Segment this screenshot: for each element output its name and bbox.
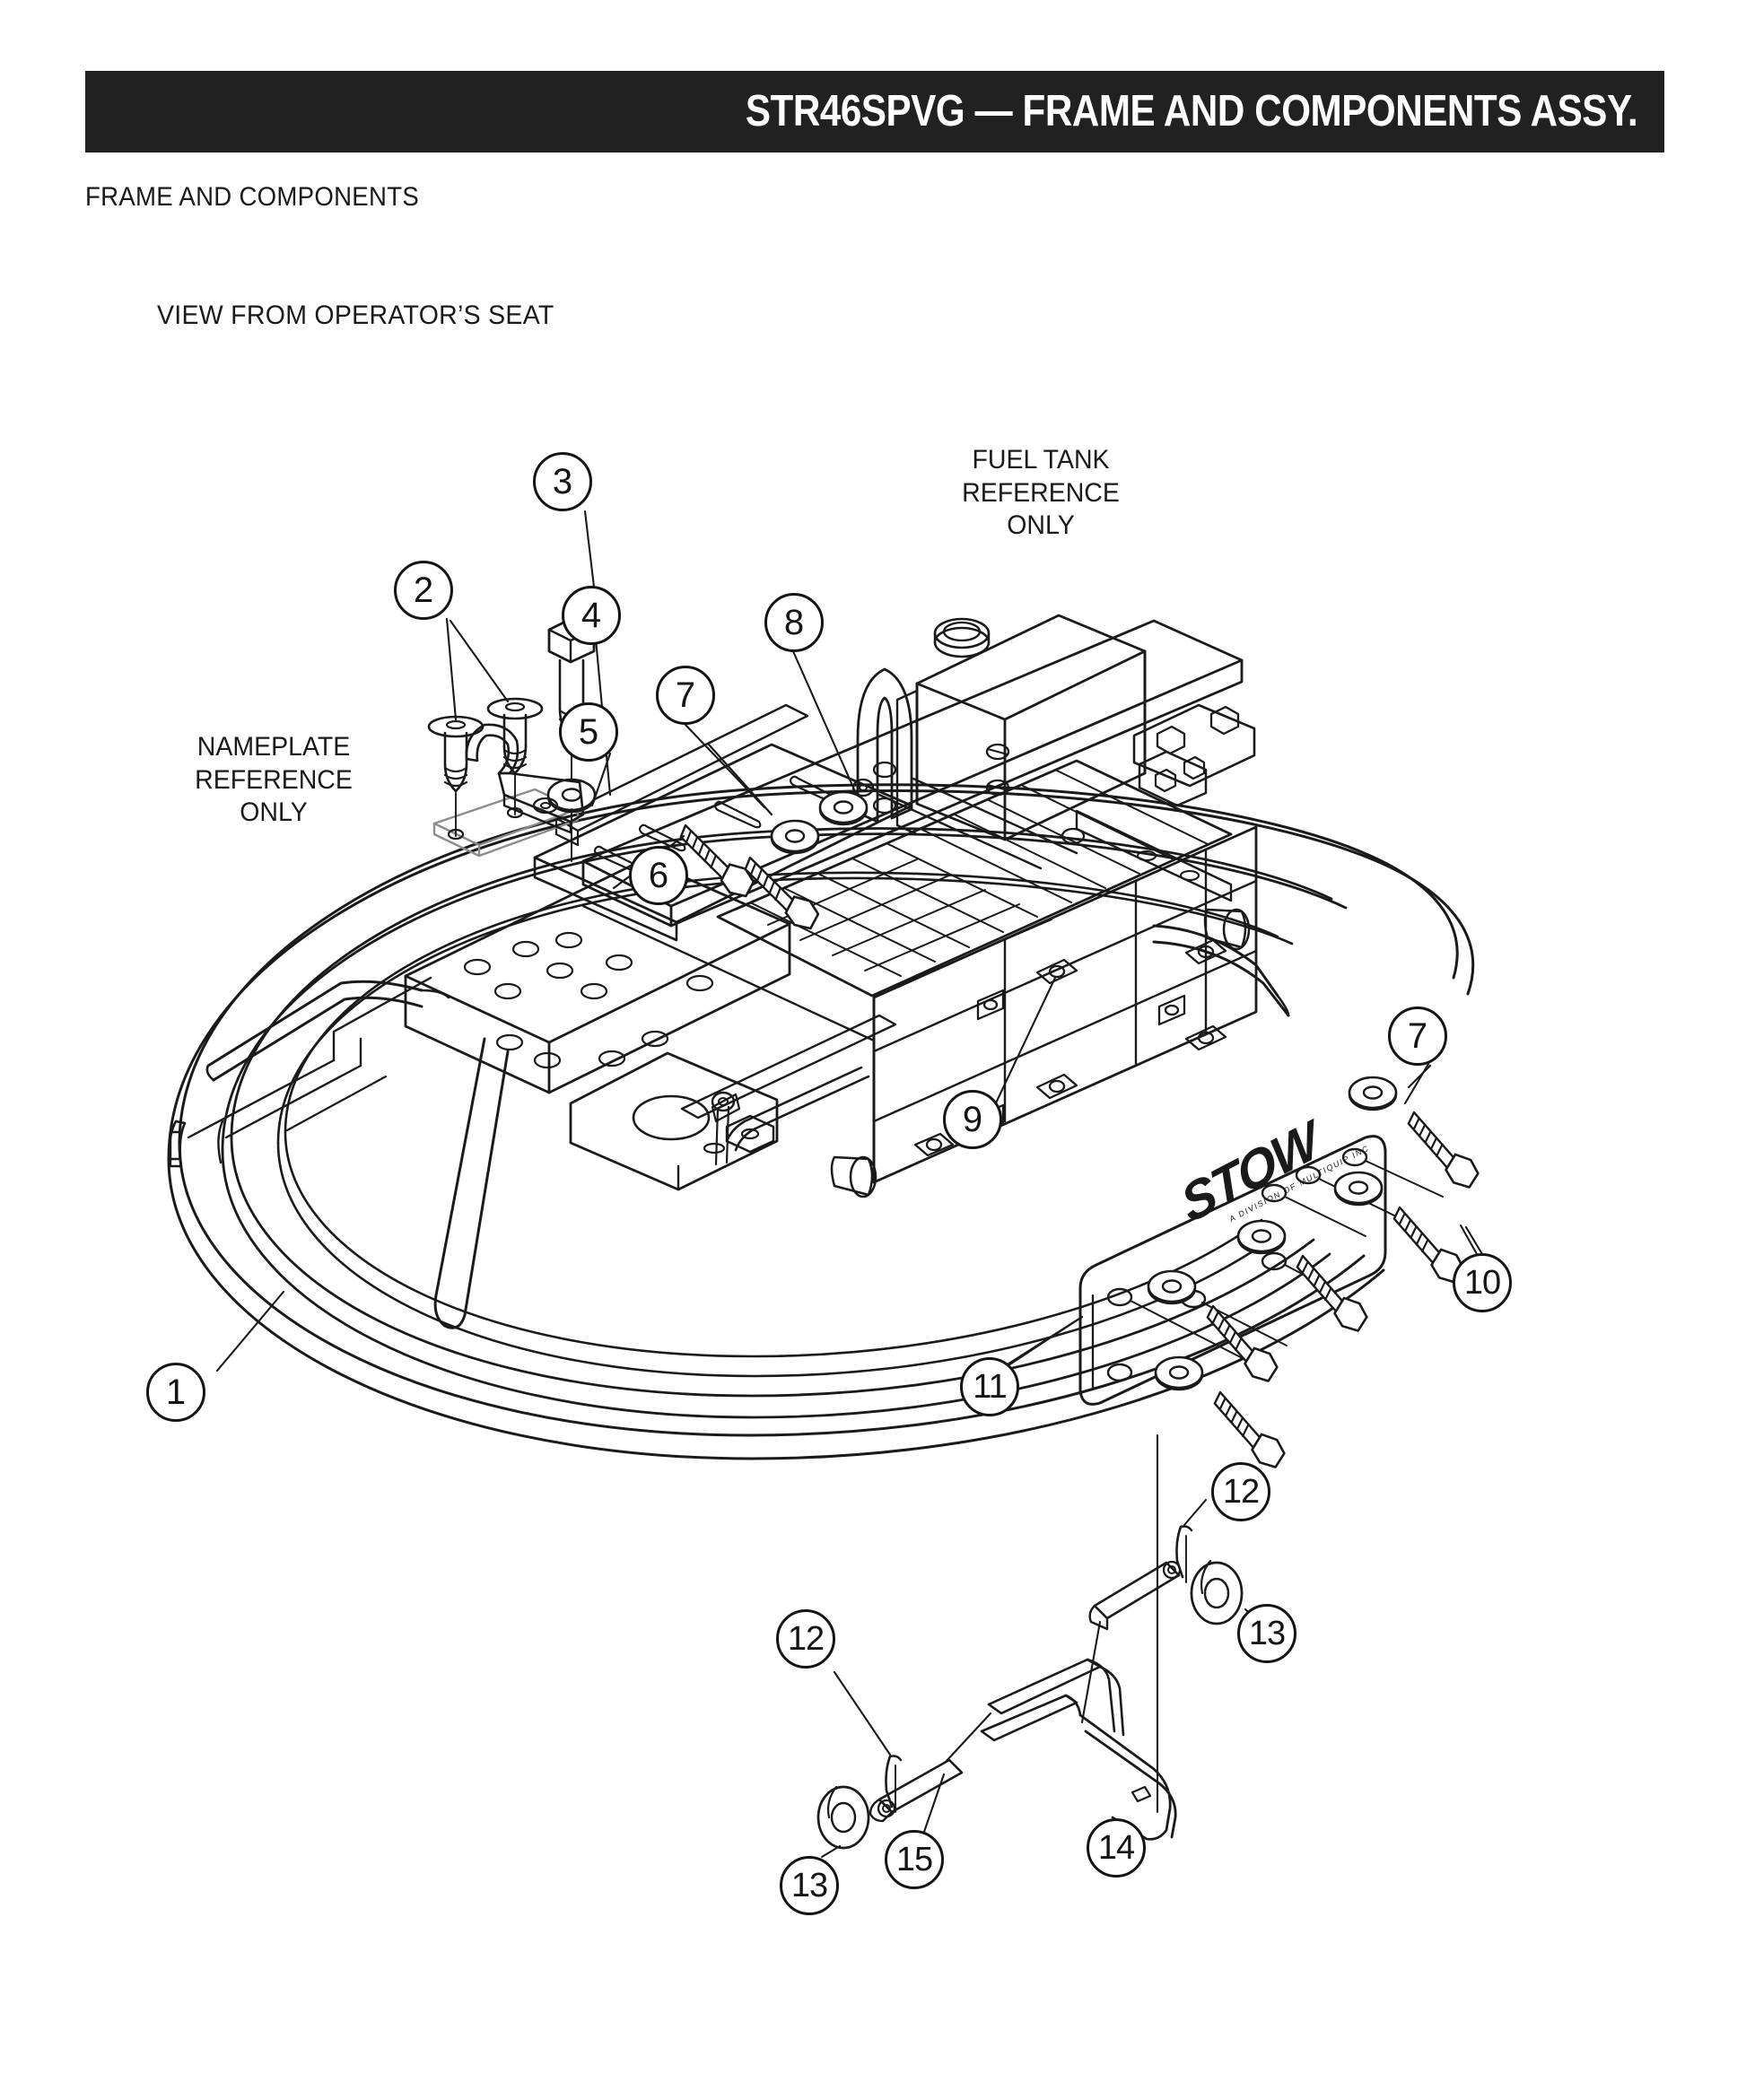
callout-bubble-13[interactable]: 13 <box>780 1856 839 1915</box>
callout-bubble-2[interactable]: 2 <box>394 561 453 620</box>
lift-u-bracket <box>851 667 913 823</box>
callout-bubble-1[interactable]: 1 <box>146 1363 205 1422</box>
nameplate-reference-note: NAMEPLATE REFERENCE ONLY <box>195 732 353 828</box>
callout-bubble-6[interactable]: 6 <box>629 846 688 905</box>
callout-bubble-11[interactable]: 11 <box>960 1357 1019 1416</box>
stow-nameplate-shield <box>1078 1135 1444 1406</box>
ring-support-struts-left <box>169 976 432 1164</box>
callout-bubble-14[interactable]: 14 <box>1087 1818 1146 1878</box>
callout-bubble-15[interactable]: 15 <box>885 1830 944 1889</box>
callout-bubble-4[interactable]: 4 <box>562 586 621 645</box>
callout-bubble-7[interactable]: 7 <box>656 666 715 725</box>
nameplate-fasteners <box>1001 1064 1491 1472</box>
callout-bubble-7[interactable]: 7 <box>1388 1006 1447 1066</box>
section-label: FRAME AND COMPONENTS <box>85 182 420 212</box>
view-orientation-label: VIEW FROM OPERATOR’S SEAT <box>157 301 554 330</box>
callout-bubble-10[interactable]: 10 <box>1453 1253 1512 1312</box>
callout-bubble-12[interactable]: 12 <box>1211 1462 1270 1521</box>
callout-leader-lines <box>215 510 1479 1372</box>
lift-bars <box>205 924 1290 1329</box>
page-title: STR46SPVG — FRAME AND COMPONENTS ASSY. <box>745 87 1638 135</box>
callout-bubble-8[interactable]: 8 <box>764 593 824 652</box>
lever-assembly <box>816 1433 1265 1859</box>
main-deck <box>404 619 1258 1198</box>
guard-ring <box>167 783 1475 1460</box>
callout-bubble-12[interactable]: 12 <box>776 1609 835 1669</box>
callout-bubble-5[interactable]: 5 <box>559 702 618 762</box>
callout-bubble-13[interactable]: 13 <box>1237 1604 1296 1663</box>
callout-bubble-9[interactable]: 9 <box>943 1090 1002 1149</box>
fuel-tank <box>895 614 1208 845</box>
callout-bubble-3[interactable]: 3 <box>533 452 592 511</box>
pan-head-screws <box>427 697 544 837</box>
fuel-tank-reference-note: FUEL TANK REFERENCE ONLY <box>962 445 1120 541</box>
page-header-bar: STR46SPVG — FRAME AND COMPONENTS ASSY. <box>85 71 1664 152</box>
